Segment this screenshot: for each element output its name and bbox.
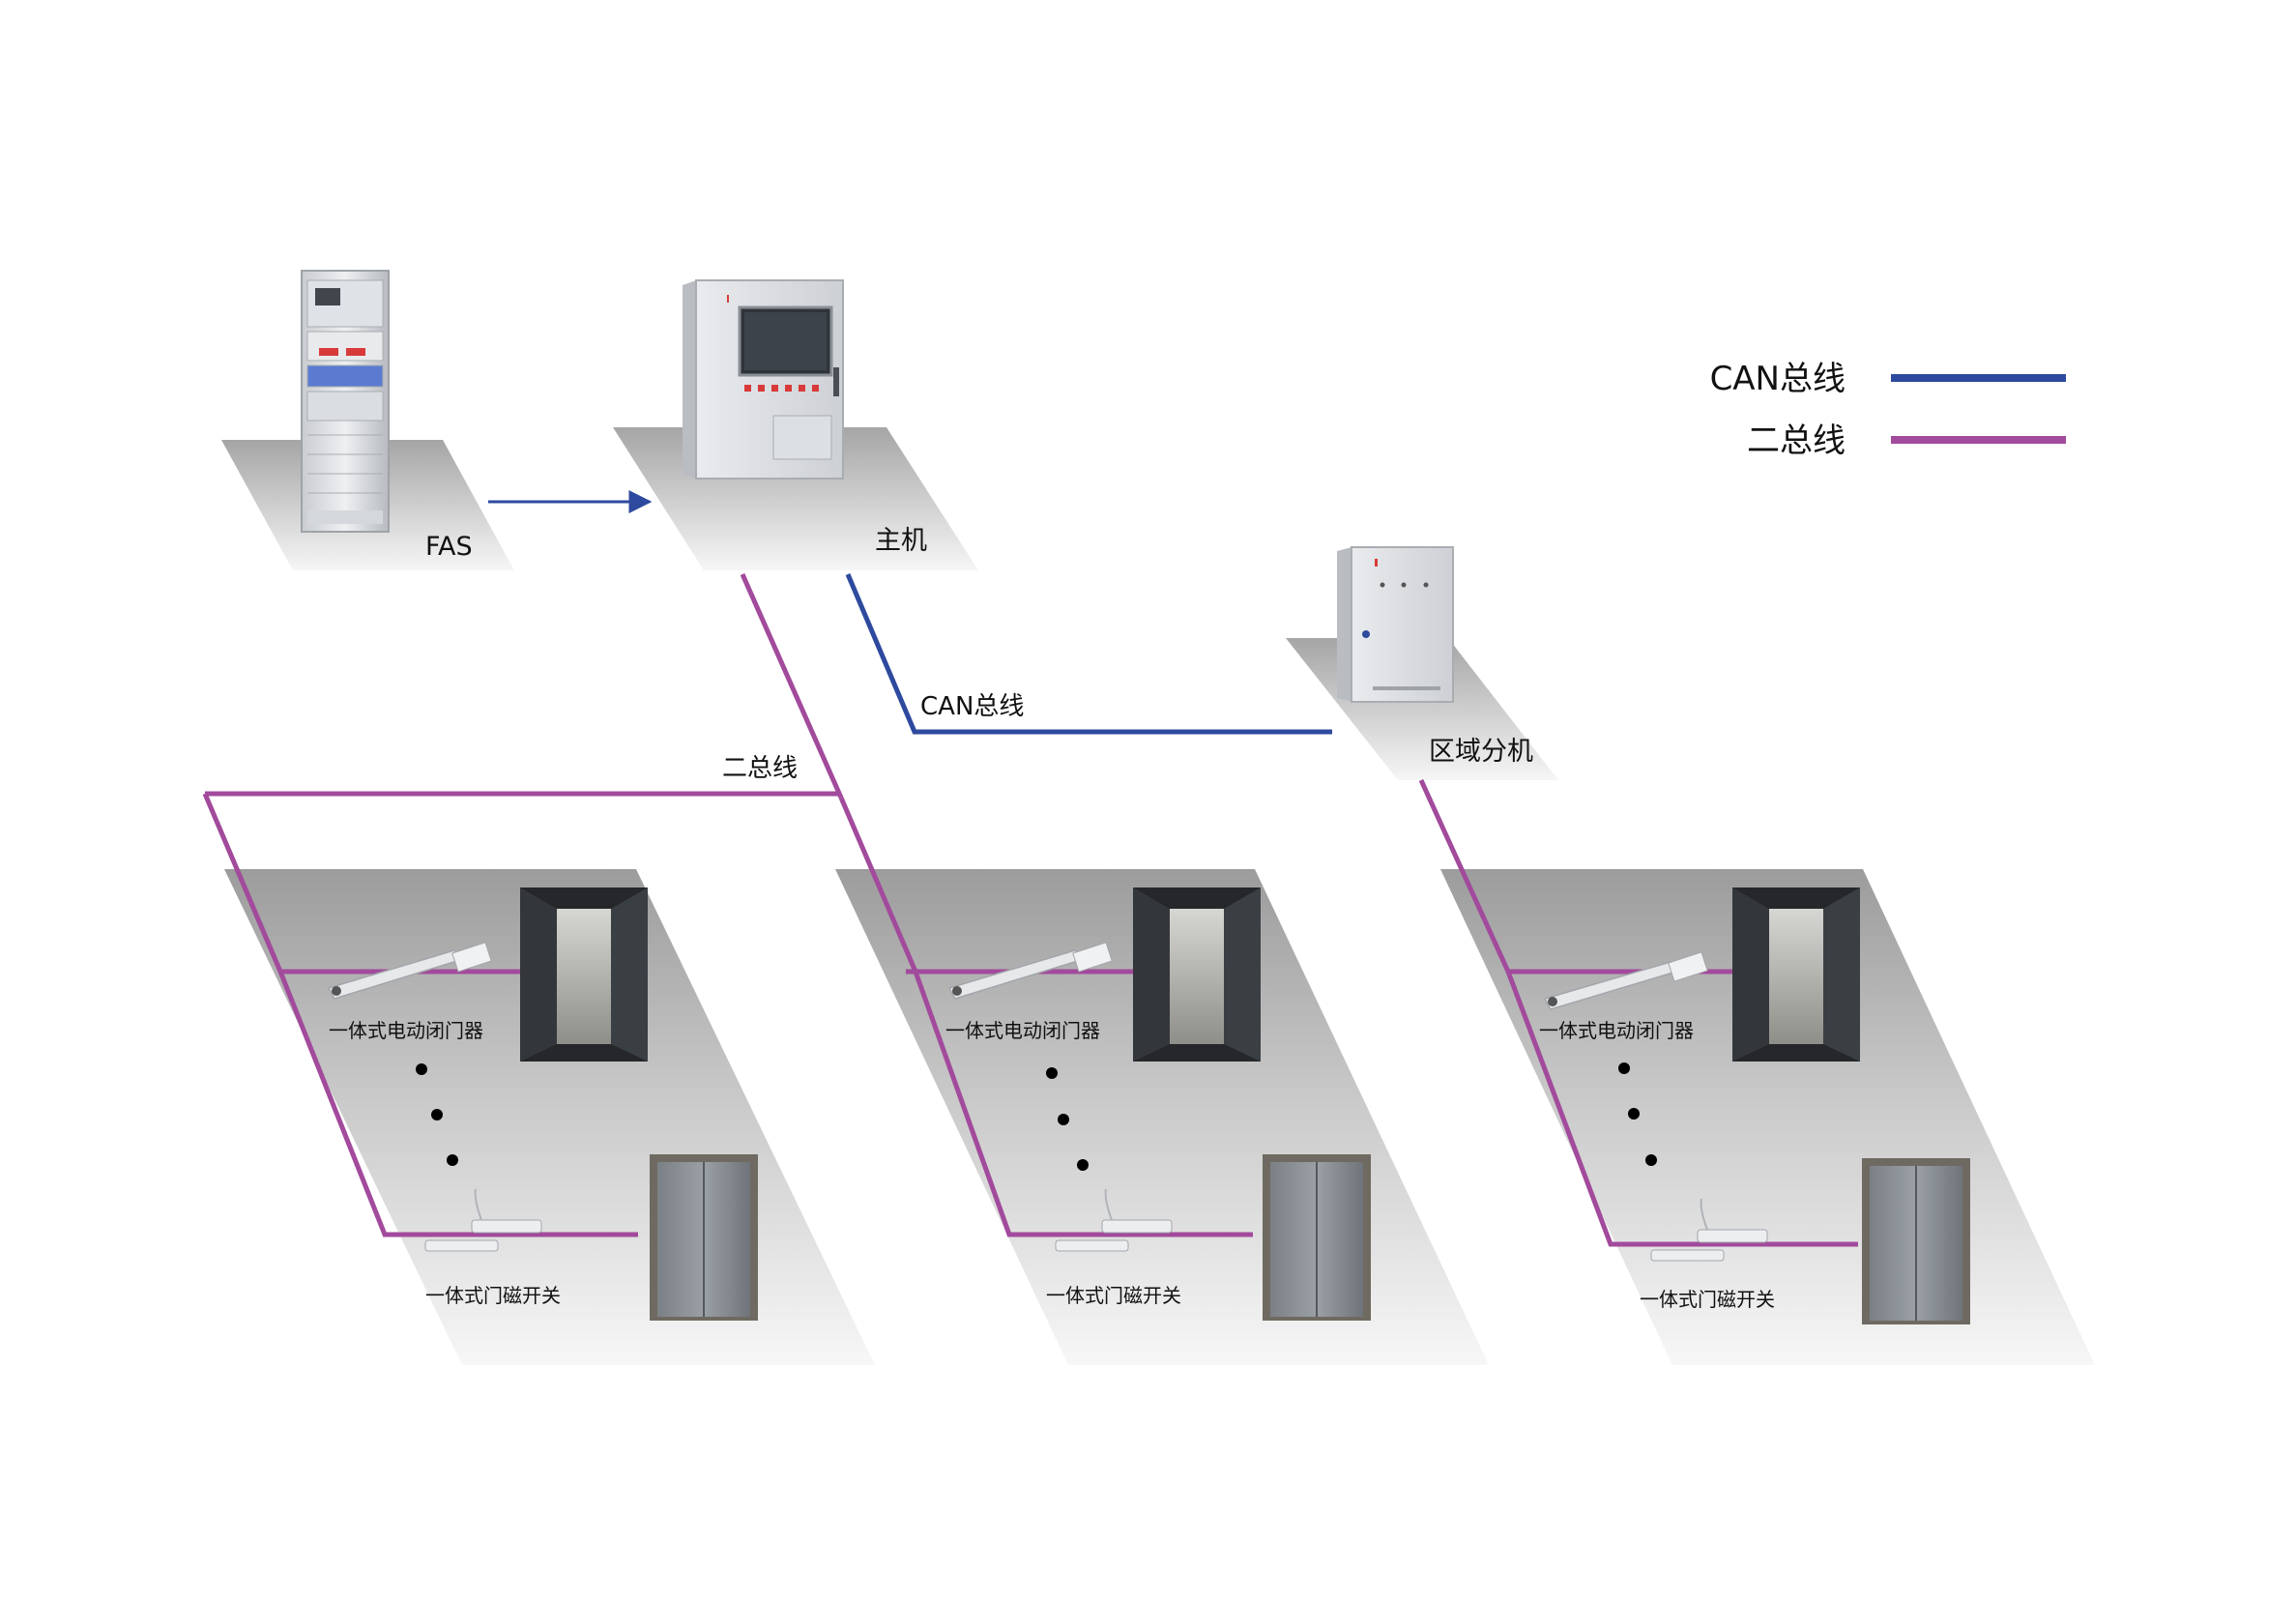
door-magnetic-switch-1-image: [424, 1188, 542, 1252]
ellipsis-dot: [431, 1109, 443, 1120]
ellipsis-dot: [1645, 1154, 1657, 1166]
zone-3-switch-label: 一体式门磁开关: [1640, 1288, 1775, 1311]
zone-1-switch-label: 一体式门磁开关: [425, 1284, 561, 1307]
fas-label: FAS: [425, 532, 473, 562]
zone-3-equipment: [1543, 887, 1970, 1324]
zone-2-equipment: [947, 887, 1371, 1321]
ellipsis-dot: [416, 1063, 427, 1075]
zone-1-closer-label: 一体式电动闭门器: [329, 1019, 483, 1042]
ellipsis-dot: [1046, 1067, 1058, 1079]
door-photo-closed-1: [650, 1154, 758, 1321]
door-magnetic-switch-2-image: [1055, 1188, 1173, 1252]
door-magnetic-switch-3-image: [1650, 1198, 1768, 1262]
legend-can-bus-label: CAN总线: [1710, 360, 1846, 398]
regional-unit-label: 区域分机: [1429, 737, 1533, 767]
ellipsis-dot: [1058, 1114, 1069, 1125]
ellipsis-dot: [1077, 1159, 1089, 1171]
two-bus-line-label: 二总线: [722, 754, 798, 783]
door-closer-3-image: [1543, 951, 1708, 1010]
can-bus-line-label: CAN总线: [920, 692, 1024, 721]
host-label: 主机: [875, 526, 927, 556]
host-cabinet-image: [683, 279, 844, 480]
fas-cabinet-image: [301, 270, 390, 533]
zone-2-switch-label: 一体式门磁开关: [1046, 1284, 1181, 1307]
door-photo-closed-2: [1263, 1154, 1371, 1321]
door-closer-1-image: [327, 942, 492, 1000]
door-closer-2-image: [947, 942, 1113, 1000]
zone-3-closer-label: 一体式电动闭门器: [1539, 1019, 1694, 1042]
can-bus-lines: [845, 573, 1332, 735]
legend: CAN总线 二总线: [1710, 360, 2066, 460]
ellipsis-dot: [447, 1154, 458, 1166]
ellipsis-dot: [1618, 1062, 1630, 1074]
door-photo-open-3: [1732, 887, 1860, 1062]
zone-2-closer-label: 一体式电动闭门器: [945, 1019, 1100, 1042]
door-photo-open-2: [1133, 887, 1261, 1062]
legend-two-bus-label: 二总线: [1747, 422, 1846, 460]
door-photo-open-1: [520, 887, 648, 1062]
regional-unit-image: [1337, 546, 1454, 703]
door-photo-closed-3: [1862, 1158, 1970, 1324]
ellipsis-dot: [1628, 1108, 1640, 1120]
zone-1-equipment: [327, 887, 758, 1321]
